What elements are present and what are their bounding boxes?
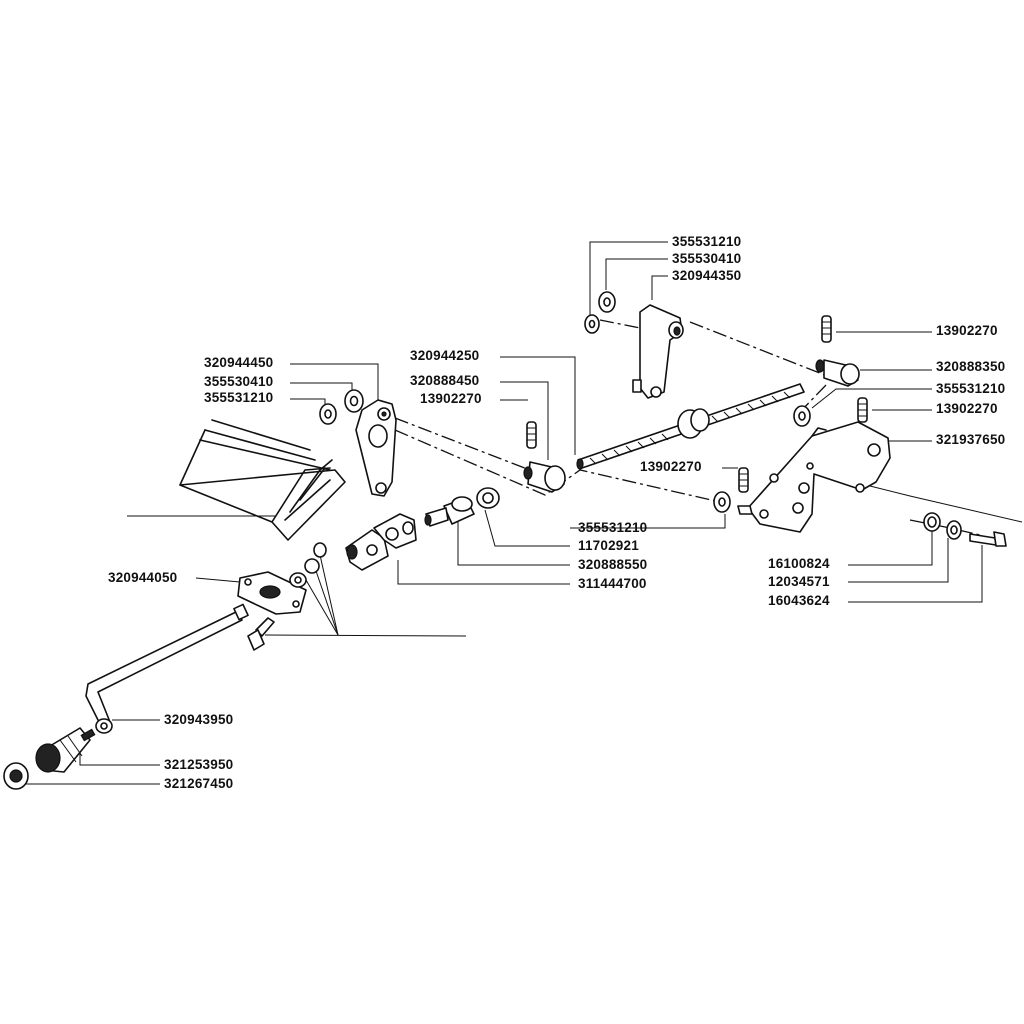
label-320944450: 320944450 bbox=[204, 355, 274, 370]
knob-cap bbox=[3, 762, 29, 790]
clevis-left bbox=[523, 461, 566, 493]
label-13902270-c: 13902270 bbox=[420, 391, 482, 406]
label-13902270-a: 13902270 bbox=[936, 323, 998, 338]
label-11702921: 11702921 bbox=[578, 538, 639, 553]
label-321253950: 321253950 bbox=[164, 757, 234, 772]
label-13902270-d: 13902270 bbox=[640, 459, 702, 474]
roll-pin-d bbox=[738, 467, 749, 493]
label-13902270-b: 13902270 bbox=[936, 401, 998, 416]
label-355531210-right: 355531210 bbox=[936, 381, 1006, 396]
label-355531210-left: 355531210 bbox=[204, 390, 274, 405]
label-321267450: 321267450 bbox=[164, 776, 234, 791]
clevis-right bbox=[815, 359, 860, 387]
bracket-fasteners bbox=[923, 512, 1007, 547]
mounting-plate bbox=[237, 571, 307, 615]
label-355531210-top: 355531210 bbox=[672, 234, 742, 249]
label-311444700: 311444700 bbox=[578, 576, 647, 591]
label-355530410-top: 355530410 bbox=[672, 251, 742, 266]
left-lever-assembly bbox=[319, 389, 397, 497]
label-320943950: 320943950 bbox=[164, 712, 234, 727]
label-12034571: 12034571 bbox=[768, 574, 830, 589]
top-lever-assembly bbox=[584, 291, 684, 399]
shift-knob bbox=[35, 727, 96, 773]
roll-pin-b bbox=[857, 397, 868, 423]
hex-nut bbox=[476, 487, 500, 509]
roll-pin-c bbox=[526, 421, 537, 449]
roll-pin-a bbox=[821, 315, 832, 343]
spacer-sleeve bbox=[424, 496, 475, 527]
frame-rail bbox=[179, 419, 346, 541]
label-320944350: 320944350 bbox=[672, 268, 742, 283]
label-320888350: 320888350 bbox=[936, 359, 1006, 374]
label-320944250: 320944250 bbox=[410, 348, 480, 363]
label-355531210-mid: 355531210 bbox=[578, 520, 648, 535]
label-16043624: 16043624 bbox=[768, 593, 830, 608]
threaded-rod bbox=[576, 383, 805, 470]
mounting-bracket bbox=[737, 421, 891, 533]
label-16100824: 16100824 bbox=[768, 556, 830, 571]
label-320944050: 320944050 bbox=[108, 570, 178, 585]
shift-lever-rod bbox=[85, 603, 249, 734]
label-355530410-left: 355530410 bbox=[204, 374, 274, 389]
plate-fasteners bbox=[247, 542, 327, 651]
label-321937650: 321937650 bbox=[936, 432, 1006, 447]
label-320888450: 320888450 bbox=[410, 373, 480, 388]
label-320888550: 320888550 bbox=[578, 557, 648, 572]
leader-lines bbox=[19, 241, 1023, 785]
universal-joint bbox=[345, 513, 417, 571]
